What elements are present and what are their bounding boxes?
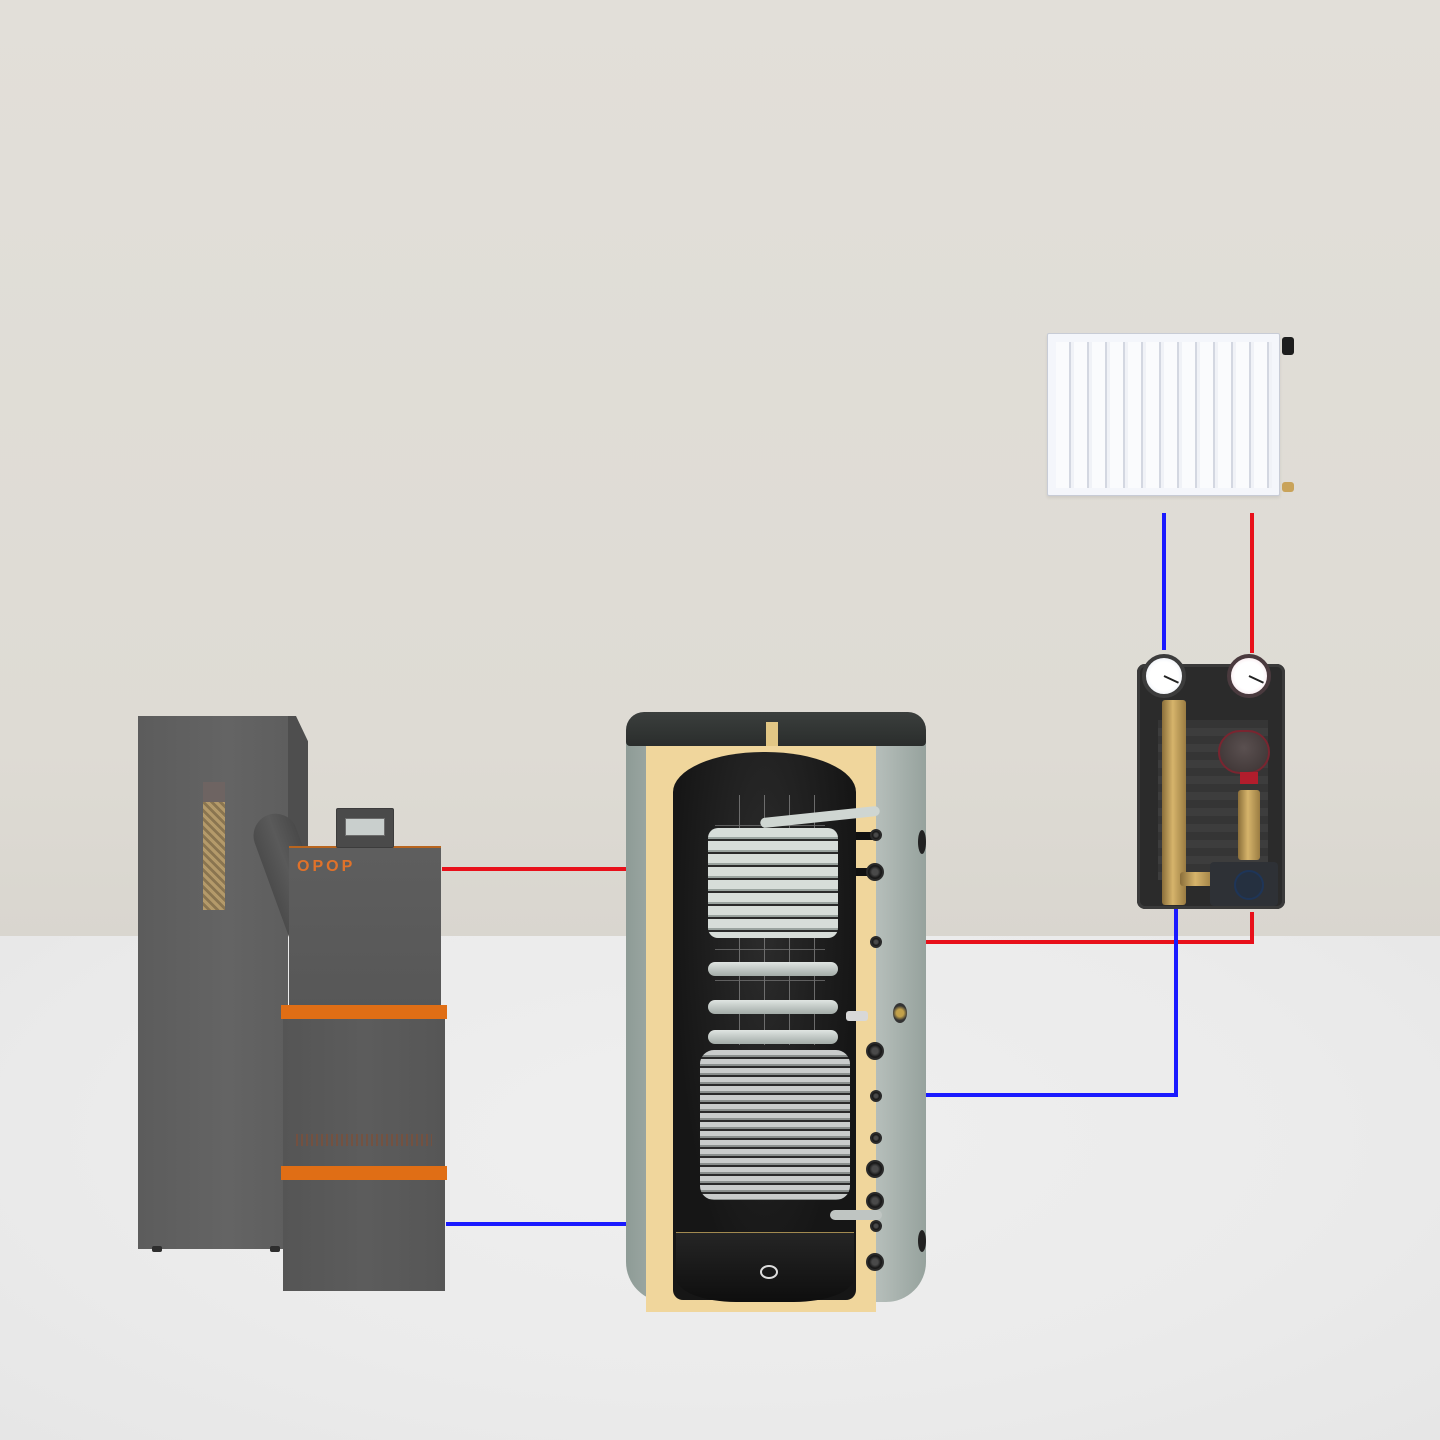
gauge-needle — [1163, 675, 1179, 684]
pipe-radiator-supply — [1250, 513, 1254, 653]
port-icon — [870, 1090, 882, 1102]
coil-spiral-turn — [708, 1000, 838, 1014]
lower-heat-exchanger-coil — [700, 1050, 850, 1200]
hopper-foot — [270, 1246, 280, 1252]
pipe-tank-to-station-supply — [878, 940, 1254, 944]
side-inspection-hole — [893, 1003, 907, 1023]
boiler-controller[interactable] — [336, 808, 394, 848]
drain-port-icon — [760, 1265, 778, 1279]
boiler-lower-casing — [283, 1005, 445, 1291]
gauge-needle — [1248, 675, 1264, 684]
boiler-trim-top — [281, 1005, 447, 1019]
port-icon — [866, 1192, 884, 1210]
radiator-fitting — [1282, 482, 1294, 492]
pump-connector — [1240, 772, 1258, 784]
boiler-brand-logo: OPOP — [297, 858, 356, 875]
return-temperature-gauge — [1142, 654, 1186, 698]
port-icon — [870, 1132, 882, 1144]
coil-spiral-turn — [708, 962, 838, 976]
pipe-boiler-to-tank-supply — [442, 867, 628, 871]
radiator-fins — [1056, 342, 1272, 488]
return-brass-pipe — [1162, 700, 1186, 905]
bypass-brass-pipe — [1180, 872, 1214, 886]
radiator-panel — [1047, 333, 1280, 496]
port-icon — [870, 936, 882, 948]
pellet-level-window — [203, 782, 225, 910]
coil-spiral-turn — [708, 1030, 838, 1044]
boiler-trim-middle — [281, 1166, 447, 1180]
pipe-station-to-tank-return-drop — [1174, 906, 1178, 1097]
actuator-knob[interactable] — [1234, 870, 1264, 900]
port-icon — [870, 1220, 882, 1232]
tank-top-port — [766, 722, 778, 746]
port-icon — [870, 829, 882, 841]
port-stub — [856, 868, 872, 876]
sensor-rod — [846, 1011, 868, 1021]
pipe-station-to-tank-return — [878, 1093, 1178, 1097]
side-inspection-hole — [918, 830, 926, 854]
port-stub — [856, 832, 874, 840]
port-icon — [866, 1253, 884, 1271]
controller-display — [345, 818, 385, 836]
upper-heat-exchanger-coil — [708, 828, 838, 938]
supply-temperature-gauge — [1227, 654, 1271, 698]
port-icon — [866, 1160, 884, 1178]
boiler-vent-grille — [296, 1134, 432, 1146]
side-inspection-hole — [918, 1230, 926, 1252]
pipe-tank-to-station-supply-riser — [1250, 912, 1254, 944]
supply-brass-pipe — [1238, 790, 1260, 860]
hopper-foot — [152, 1246, 162, 1252]
hopper-side-panel — [288, 716, 308, 856]
pipe-tank-to-boiler-return — [446, 1222, 628, 1226]
thermostatic-valve-icon[interactable] — [1282, 337, 1294, 355]
pipe-radiator-return — [1162, 513, 1166, 650]
lower-coil-lead — [830, 1210, 882, 1220]
port-icon — [866, 1042, 884, 1060]
circulation-pump[interactable] — [1218, 730, 1270, 774]
boiler-upper-casing — [289, 846, 441, 1010]
port-icon — [866, 863, 884, 881]
